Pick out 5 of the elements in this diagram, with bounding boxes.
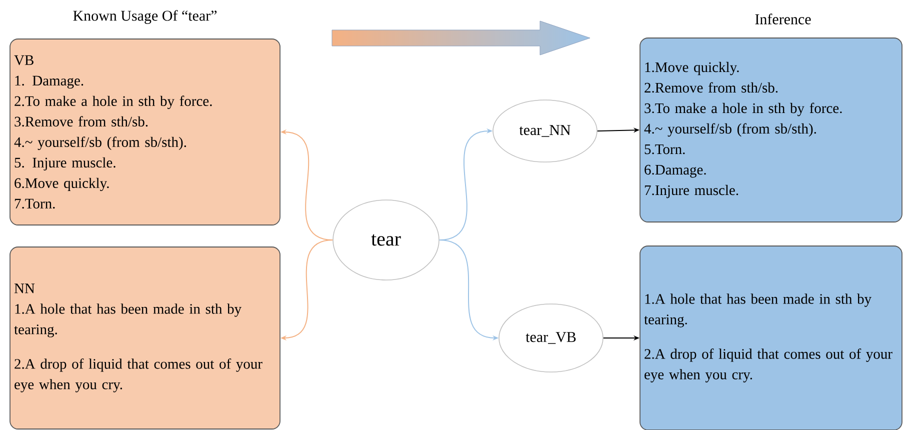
definition-box: VB 1. Damage. 2.To make a hole in sth by force. 3.Remove from sth/sb. 4.~ yourself/sb (from sb/sth). 5. Injure muscle. 6.Move quickly. 7.Torn. [10, 38, 280, 226]
definition-box: NN 1.A hole that has been made in sth by tearing. 2.A drop of liquid that comes out of your eye when you cry. [10, 246, 280, 430]
inference-box: 1.Move quickly. 2.Remove from sth/sb. 3.To make a hole in sth by force. 4.~ yourself/sb (from sb/sth). 5.Torn. 6.Damage. 7.Injure muscle. [640, 38, 902, 222]
heading: Known Usage Of “tear” [73, 10, 217, 24]
inference-box: 1.A hole that has been made in sth by tearing. 2.A drop of liquid that comes out of your eye when you cry. [640, 246, 902, 430]
